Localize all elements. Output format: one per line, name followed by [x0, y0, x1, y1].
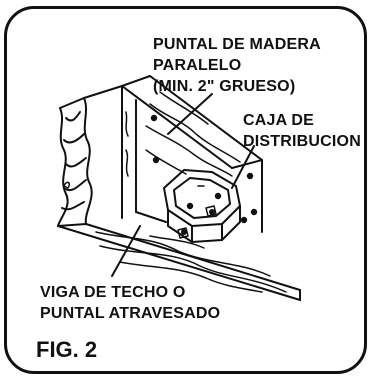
label-line: VIGA DE TECHO O	[40, 284, 186, 301]
nail-dot	[250, 208, 258, 216]
beam-end-bottom	[57, 223, 87, 227]
beam-top-edge-start	[83, 85, 123, 99]
nail-dot	[150, 114, 158, 122]
nail-dot	[246, 172, 254, 180]
stud-lower-edge	[135, 211, 167, 223]
label-line: (MIN. 2" GRUESO)	[153, 78, 296, 95]
label-line: PARALELO	[153, 57, 242, 74]
beam-drawing	[57, 85, 301, 301]
label-beam: VIGA DE TECHO O PUNTAL ATRAVESADO	[40, 282, 220, 324]
label-line: PUNTAL DE MADERA	[153, 36, 321, 53]
stud-top-back	[121, 75, 263, 161]
beam-end-right-edge	[83, 97, 93, 225]
beam-end-left-edge	[57, 107, 69, 227]
label-line: CAJA DE	[243, 112, 315, 129]
parallel-stud-drawing	[121, 75, 263, 233]
box-body	[167, 205, 241, 243]
leader-stud	[167, 93, 213, 135]
stud-end-top	[231, 159, 263, 169]
beam-end-top	[59, 97, 85, 109]
junction-box-drawing	[163, 169, 248, 243]
figure-caption: FIG. 2	[36, 337, 98, 362]
box-inner-rim	[173, 177, 231, 219]
label-line: DISTRIBUCION	[243, 133, 361, 150]
beam-bottom-edge	[57, 225, 301, 301]
label-line: PUNTAL ATRAVESADO	[40, 305, 221, 322]
label-junction-box: CAJA DE DISTRIBUCION	[243, 110, 361, 152]
leader-beam	[111, 225, 141, 277]
figure-frame	[4, 6, 367, 374]
leader-box	[231, 145, 255, 189]
nail-dot	[152, 156, 160, 164]
label-parallel-stud: PUNTAL DE MADERA PARALELO (MIN. 2" GRUES…	[153, 34, 321, 97]
